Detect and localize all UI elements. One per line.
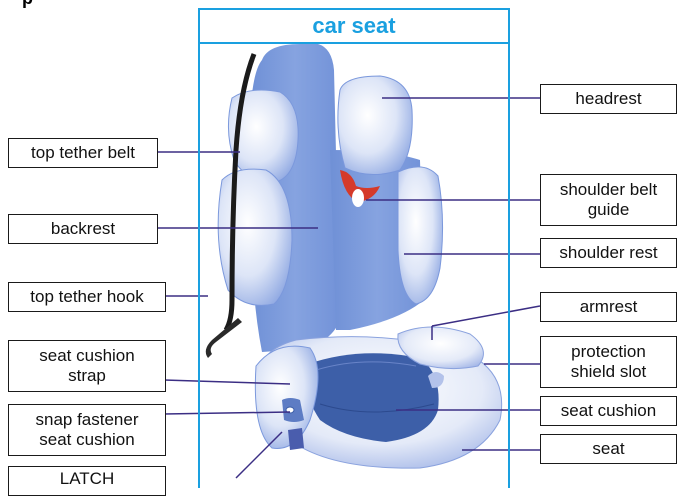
label-headrest: headrest [540, 84, 677, 114]
label-armrest: armrest [540, 292, 677, 322]
label-seat-cushion: seat cushion [540, 396, 677, 426]
label-snap-fastener-line1: snap fastener [35, 410, 138, 430]
label-snap-fastener-seat-cushion: snap fastener seat cushion [8, 404, 166, 456]
label-seat: seat [540, 434, 677, 464]
label-protection-shield-slot-line2: shield slot [571, 362, 647, 382]
label-shoulder-belt-guide: shoulder belt guide [540, 174, 677, 226]
diagram-title: car seat [198, 8, 510, 44]
label-seat-cushion-strap-line1: seat cushion [39, 346, 134, 366]
label-seat-cushion-strap: seat cushion strap [8, 340, 166, 392]
label-shoulder-belt-guide-line2: guide [588, 200, 630, 220]
label-shoulder-rest: shoulder rest [540, 238, 677, 268]
label-protection-shield-slot-line1: protection [571, 342, 646, 362]
label-top-tether-hook: top tether hook [8, 282, 166, 312]
label-seat-cushion-strap-line2: strap [68, 366, 106, 386]
label-protection-shield-slot: protection shield slot [540, 336, 677, 388]
label-latch: LATCH [8, 466, 166, 496]
label-top-tether-belt: top tether belt [8, 138, 158, 168]
label-snap-fastener-line2: seat cushion [39, 430, 134, 450]
label-shoulder-belt-guide-line1: shoulder belt [560, 180, 657, 200]
diagram-frame [198, 8, 510, 488]
label-backrest: backrest [8, 214, 158, 244]
